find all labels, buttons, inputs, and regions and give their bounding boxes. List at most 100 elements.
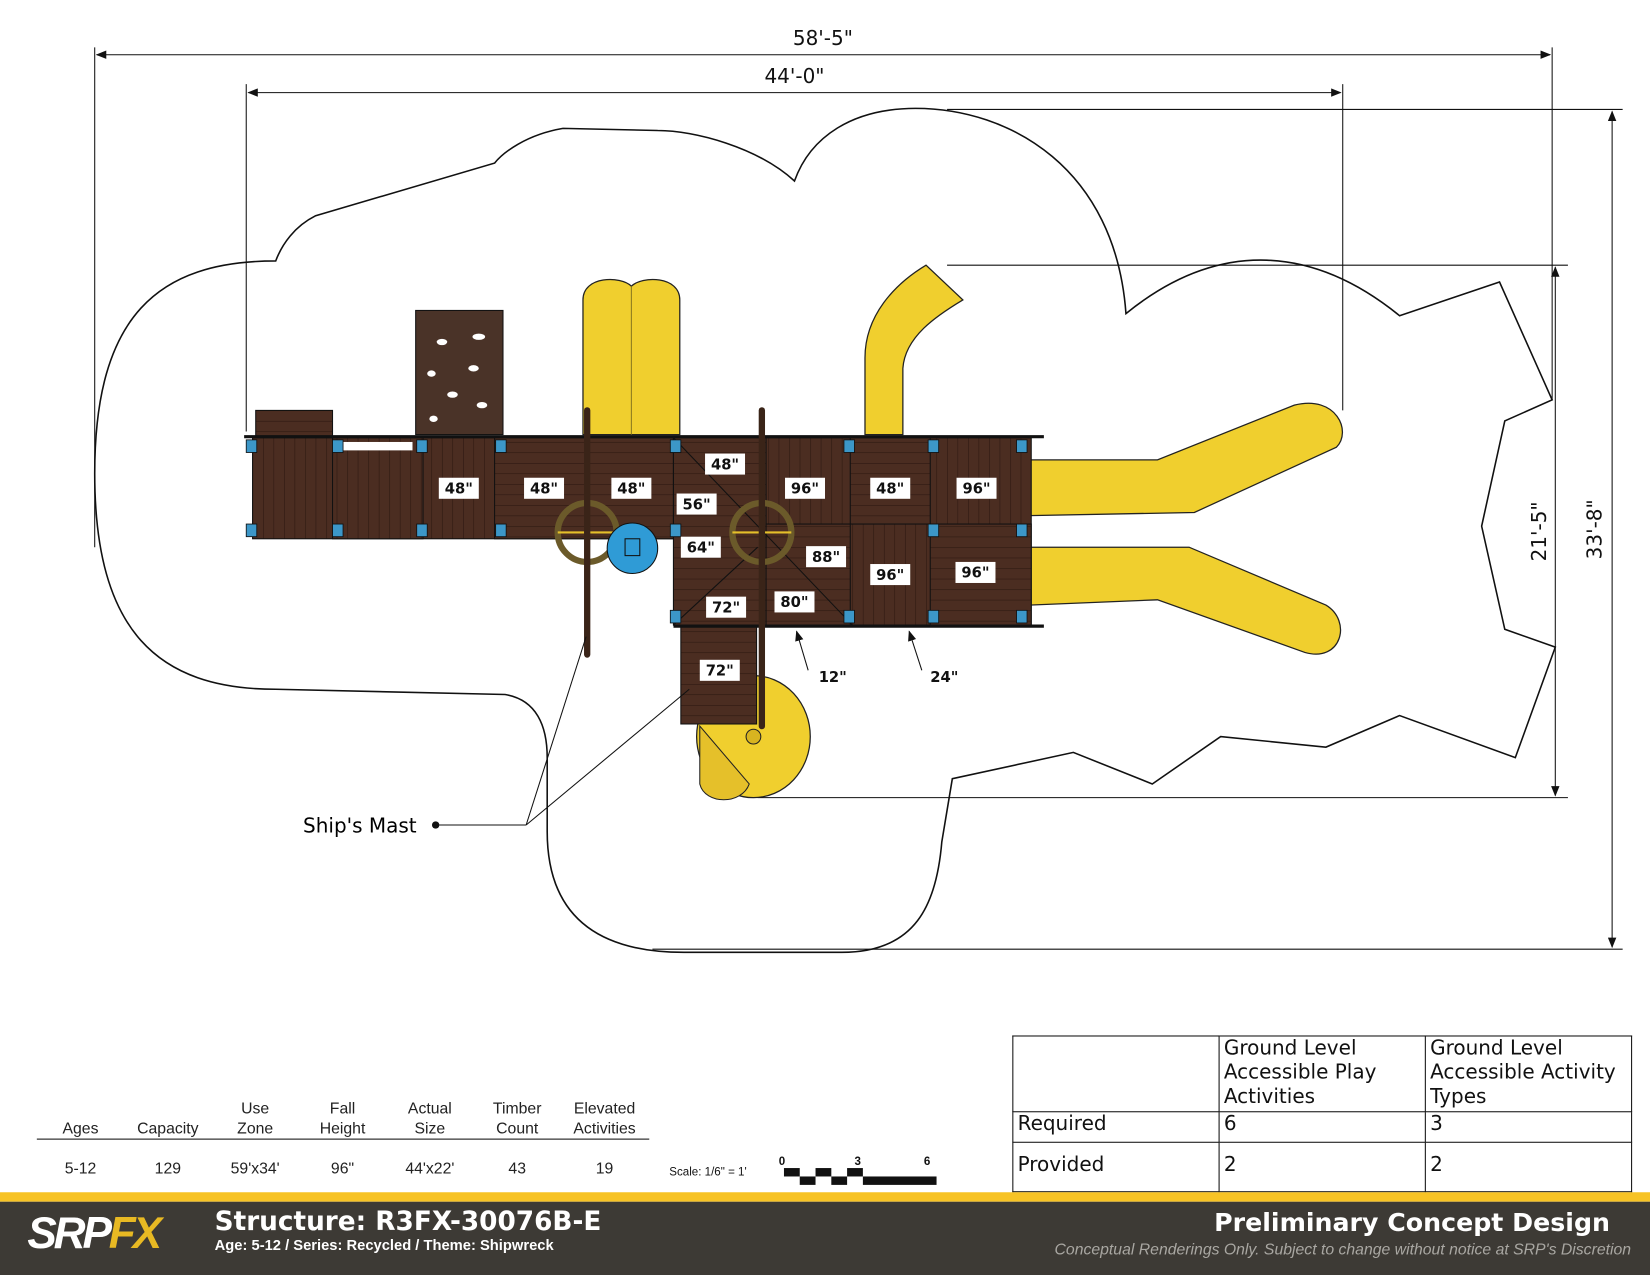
scale-label: Scale: 1/6" = 1' bbox=[669, 1165, 747, 1179]
dimension-overall-width: 58'-5" bbox=[94, 25, 1553, 548]
table-cell: 6 bbox=[1218, 1111, 1426, 1143]
stat-header-line: Fall bbox=[329, 1099, 356, 1118]
stat-header-line: Use bbox=[241, 1099, 270, 1118]
deck-label-box bbox=[611, 477, 652, 499]
deck-label-box bbox=[955, 561, 996, 583]
table-row: Required 6 3 bbox=[1012, 1111, 1633, 1143]
table-cell: Required bbox=[1012, 1111, 1220, 1143]
stat-header-line: Size bbox=[414, 1119, 446, 1138]
table-cell: 2 bbox=[1218, 1141, 1426, 1193]
stat-header-line: Height bbox=[319, 1119, 366, 1138]
deck-height-label: 80" bbox=[780, 594, 808, 611]
deck-height-label: 48" bbox=[711, 456, 739, 473]
scale-tick: 3 bbox=[854, 1155, 861, 1169]
ships-mast-label: Ship's Mast bbox=[303, 813, 417, 837]
scale-bar bbox=[783, 1168, 937, 1185]
step-height-label: 24" bbox=[930, 669, 958, 686]
stat-value: 59'x34' bbox=[230, 1159, 280, 1178]
design-status: Preliminary Concept Design bbox=[1214, 1208, 1611, 1238]
deck-label-box bbox=[699, 659, 740, 681]
stat-header-line: Actual bbox=[407, 1099, 452, 1118]
step-callouts: 12" 24" bbox=[795, 630, 958, 686]
scale-tick: 6 bbox=[923, 1155, 931, 1169]
deck-label-box bbox=[438, 477, 479, 499]
deck-height-label: 96" bbox=[791, 481, 819, 498]
stat-header-line: Capacity bbox=[137, 1119, 199, 1138]
deck-label-box bbox=[706, 596, 747, 618]
curved-slide bbox=[864, 264, 964, 436]
stat-header-line: Count bbox=[496, 1119, 539, 1138]
dimension-structure-depth: 21'-5" bbox=[757, 264, 1568, 799]
stat-value: 19 bbox=[595, 1159, 614, 1178]
double-slide-top bbox=[582, 279, 681, 436]
deck-label-box bbox=[870, 477, 911, 499]
stat-header-line: Elevated bbox=[573, 1099, 636, 1118]
table-header-cell: Ground Level Accessible Activity Types bbox=[1424, 1035, 1633, 1113]
stat-header: Ages bbox=[37, 1099, 124, 1139]
deck-height-label: 48" bbox=[530, 481, 558, 498]
stat-header-line: Timber bbox=[492, 1099, 542, 1118]
dimension-structure-width: 44'-0" bbox=[245, 64, 1344, 432]
deck-label-box bbox=[785, 477, 826, 499]
stat-header-line bbox=[124, 1099, 211, 1119]
stat-value: 96" bbox=[330, 1159, 355, 1178]
dimension-label: 58'-5" bbox=[793, 26, 853, 50]
deck-height-label: 96" bbox=[876, 567, 904, 584]
deck-height-label: 72" bbox=[706, 663, 734, 680]
table-cell: 3 bbox=[1424, 1111, 1633, 1143]
step-height-label: 12" bbox=[819, 669, 847, 686]
stat-value: 129 bbox=[154, 1159, 182, 1178]
deck-label-box bbox=[705, 453, 746, 475]
stat-header-line: Ages bbox=[62, 1119, 99, 1138]
dimension-label: 21'-5" bbox=[1527, 501, 1551, 561]
deck-label-box bbox=[524, 477, 565, 499]
table-header-cell bbox=[1012, 1035, 1220, 1113]
stat-value: 43 bbox=[508, 1159, 526, 1178]
scale-tick: 0 bbox=[778, 1155, 786, 1169]
logo-text: SRP bbox=[27, 1208, 112, 1258]
structure-subtitle: Age: 5-12 / Series: Recycled / Theme: Sh… bbox=[214, 1236, 554, 1254]
logo-accent-text: FX bbox=[108, 1208, 162, 1258]
deck-height-label: 72" bbox=[712, 599, 740, 616]
dimension-overall-depth: 33'-8" bbox=[652, 108, 1623, 950]
deck-height-label: 88" bbox=[812, 549, 840, 566]
deck-height-label: 64" bbox=[687, 539, 715, 556]
stat-header: Capacity bbox=[124, 1099, 211, 1139]
tube-slide-lower bbox=[1028, 546, 1342, 655]
table-cell: Provided bbox=[1012, 1141, 1220, 1193]
accessibility-table: Ground Level Accessible Play Activities … bbox=[1012, 1035, 1633, 1193]
deck-height-label: 96" bbox=[961, 565, 989, 582]
deck-label-box bbox=[806, 546, 847, 568]
deck-label-box bbox=[774, 591, 815, 613]
structure-title: Structure: R3FX-30076B-E bbox=[214, 1205, 602, 1237]
climbing-rock-wall bbox=[415, 309, 504, 436]
stat-value: 5-12 bbox=[64, 1159, 97, 1178]
table-header-cell: Ground Level Accessible Play Activities bbox=[1218, 1035, 1426, 1113]
deck-height-label: 48" bbox=[445, 481, 473, 498]
footer-banner: SRPFX Structure: R3FX-30076B-E Age: 5-12… bbox=[0, 1201, 1650, 1275]
table-cell: 2 bbox=[1424, 1141, 1633, 1193]
table-header-row: Ground Level Accessible Play Activities … bbox=[1012, 1035, 1633, 1113]
deck-label-box bbox=[680, 536, 721, 558]
deck-height-label: 96" bbox=[962, 481, 990, 498]
tube-slide-upper bbox=[1028, 402, 1344, 517]
stat-header-line: Zone bbox=[237, 1119, 274, 1138]
use-zone-outline bbox=[93, 107, 1557, 954]
footer-accent-stripe bbox=[0, 1192, 1650, 1202]
deck-label-box bbox=[676, 493, 717, 515]
dimension-label: 33'-8" bbox=[1583, 499, 1607, 559]
deck-height-labels: 48"48"48"48"56"64"72"72"80"88"96"48"96"9… bbox=[438, 453, 997, 681]
stat-header-line: Activities bbox=[573, 1119, 636, 1138]
table-row: Provided 2 2 bbox=[1012, 1141, 1633, 1193]
stat-header-line bbox=[37, 1099, 124, 1119]
